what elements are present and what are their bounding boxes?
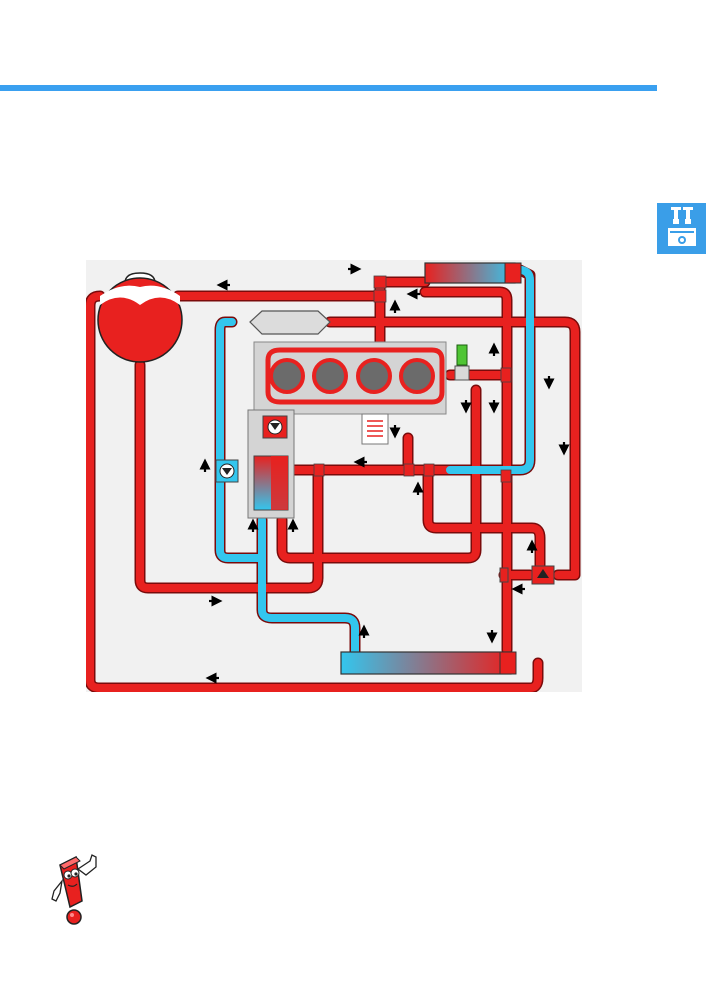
cylinders bbox=[269, 358, 435, 394]
temperature-sender bbox=[456, 344, 468, 366]
aux-pump bbox=[215, 459, 239, 483]
oil-cooler-fins bbox=[367, 420, 383, 437]
pipe-connectors bbox=[313, 275, 512, 483]
heater-core bbox=[424, 262, 516, 284]
radiator bbox=[340, 651, 512, 675]
egr-cooler bbox=[249, 310, 331, 335]
check-valve bbox=[531, 565, 555, 585]
heater-core-end bbox=[504, 262, 522, 284]
cylinder-head-jacket bbox=[265, 347, 445, 405]
hot-coolant-pipes bbox=[86, 278, 579, 692]
header-rule bbox=[0, 85, 657, 91]
section-tab[interactable] bbox=[657, 203, 706, 254]
exclamation-mascot-icon bbox=[51, 854, 97, 925]
expansion-tank bbox=[97, 272, 183, 363]
flow-arrows bbox=[199, 263, 570, 684]
coolant-circuit-diagram bbox=[86, 260, 582, 692]
oil-cooler bbox=[361, 413, 389, 445]
t-junction bbox=[499, 567, 509, 583]
engine-pistons-icon bbox=[668, 207, 696, 246]
thermostat-housing bbox=[454, 365, 470, 381]
radiator-end bbox=[499, 651, 517, 675]
shutoff-valve bbox=[262, 415, 288, 439]
cold-coolant-pipes bbox=[216, 266, 534, 659]
